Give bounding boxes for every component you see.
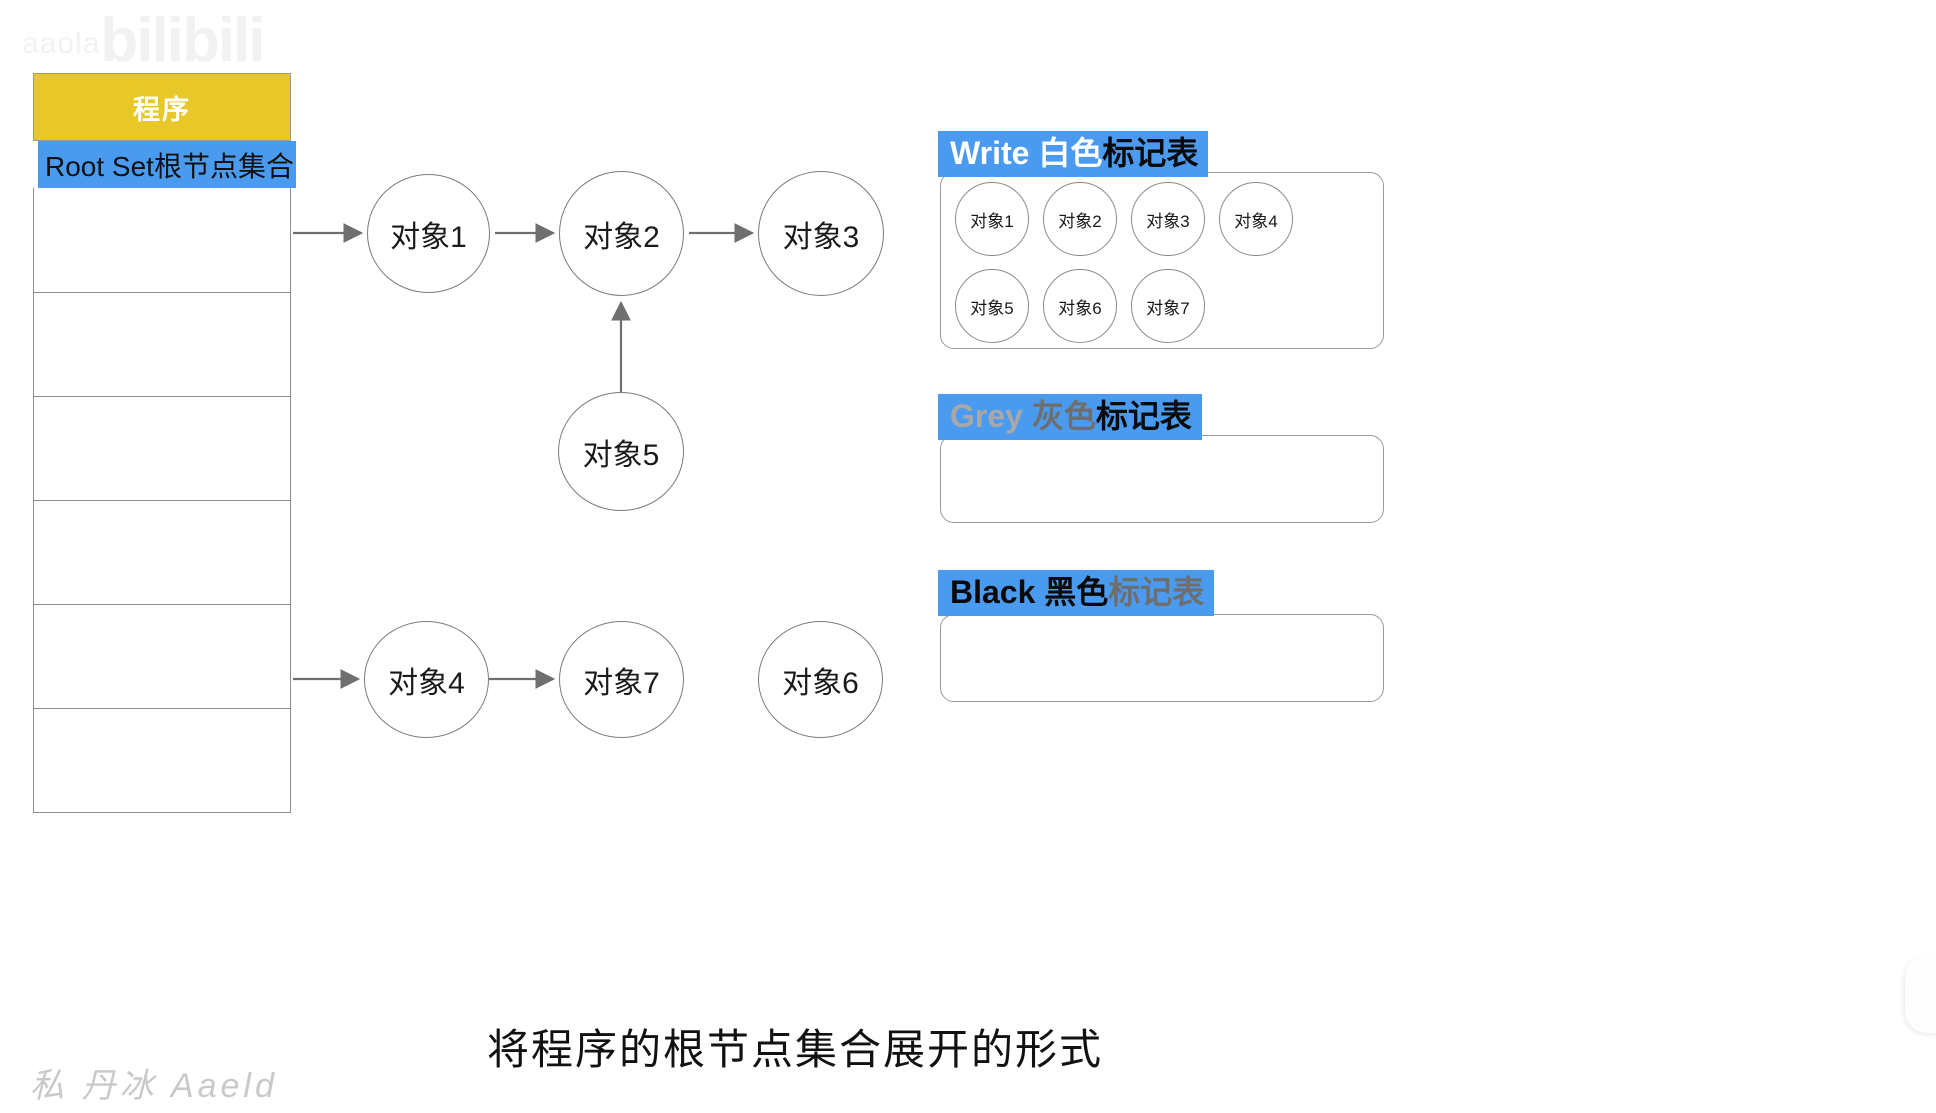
black-title-suffix: 标记表 <box>1108 574 1205 610</box>
black-mark-table-box <box>940 614 1384 702</box>
root-set-rows <box>33 188 291 813</box>
graph-node-obj3[interactable]: 对象3 <box>758 171 884 296</box>
root-set-row <box>34 708 290 812</box>
root-set-row <box>34 500 290 604</box>
white-mark-table-title: Write 白色标记表 <box>938 131 1209 177</box>
mark-chip[interactable]: 对象7 <box>1131 269 1205 343</box>
black-title-colour: 黑色 <box>1044 574 1109 610</box>
root-set-row <box>34 396 290 500</box>
root-set-table: 程序 Root Set根节点集合 <box>33 73 296 813</box>
corner-decoration <box>1905 955 1936 1033</box>
white-title-suffix: 标记表 <box>1102 135 1199 171</box>
watermark-prefix: aaola <box>22 27 101 60</box>
grey-mark-table-title: Grey 灰色标记表 <box>938 394 1202 440</box>
root-set-row <box>34 604 290 708</box>
black-title-en: Black <box>950 574 1045 610</box>
grey-title-suffix: 标记表 <box>1095 398 1192 434</box>
graph-node-obj6[interactable]: 对象6 <box>758 621 883 738</box>
white-title-colour: 白色 <box>1038 135 1103 171</box>
root-set-row <box>34 292 290 396</box>
diagram-caption: 将程序的根节点集合展开的形式 <box>486 1026 1103 1073</box>
grey-title-colour: 灰色 <box>1031 398 1096 434</box>
black-mark-table-title: Black 黑色标记表 <box>938 570 1215 616</box>
graph-node-obj5[interactable]: 对象5 <box>558 392 684 511</box>
white-title-en: Write <box>950 135 1039 171</box>
graph-node-obj4[interactable]: 对象4 <box>364 621 489 738</box>
mark-chip[interactable]: 对象5 <box>955 269 1029 343</box>
grey-mark-table-box <box>940 435 1384 523</box>
root-set-row <box>34 188 290 292</box>
mark-chip[interactable]: 对象2 <box>1043 182 1117 256</box>
graph-node-obj1[interactable]: 对象1 <box>367 174 490 293</box>
mark-chip[interactable]: 对象6 <box>1043 269 1117 343</box>
program-header: 程序 <box>33 73 291 141</box>
mark-chip[interactable]: 对象3 <box>1131 182 1205 256</box>
watermark-bilibili: bilibili <box>100 6 265 75</box>
white-mark-table-chips: 对象1 对象2 对象3 对象4 对象5 对象6 对象7 <box>955 182 1375 343</box>
grey-title-en: Grey <box>950 398 1032 434</box>
root-set-header-label: Root Set根节点集合 <box>38 141 296 188</box>
bilibili-watermark: aaolabilibili <box>22 2 302 80</box>
graph-node-obj7[interactable]: 对象7 <box>559 621 684 738</box>
mark-chip[interactable]: 对象1 <box>955 182 1029 256</box>
author-watermark: 私 丹冰 Aaeld <box>30 1067 278 1105</box>
mark-chip[interactable]: 对象4 <box>1219 182 1293 256</box>
graph-node-obj2[interactable]: 对象2 <box>559 171 684 296</box>
